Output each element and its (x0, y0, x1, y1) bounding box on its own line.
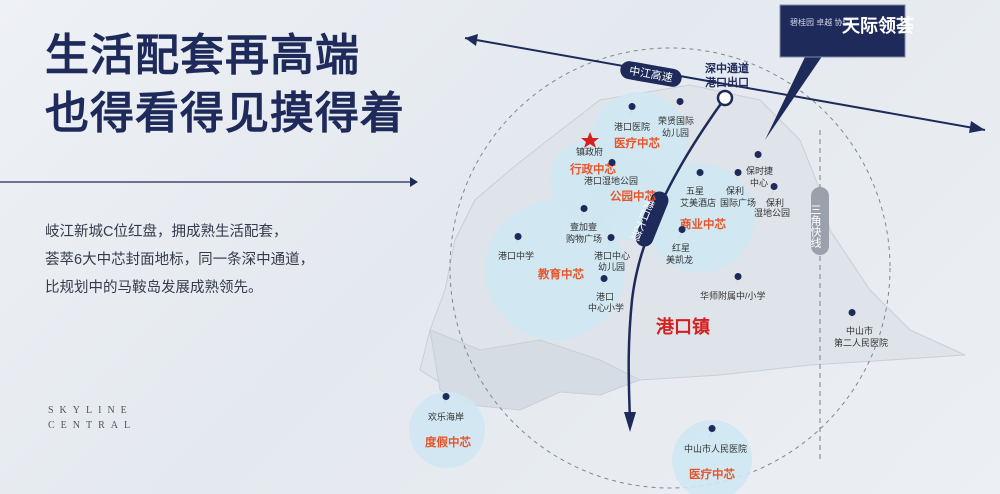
hub-park: 公园中芯 (610, 189, 656, 203)
sanjiao-label: 三角快线 (809, 204, 822, 248)
poi-kindergarten1: 荣贤国际 (658, 115, 694, 126)
radius-circle (449, 47, 891, 489)
poi-porsche2: 中心 (750, 177, 768, 188)
poi-mall1: 壹加壹 (570, 221, 597, 232)
pin-middle-icon (514, 233, 522, 246)
description-line1: 岐江新城C位红盘，拥成熟生活配套， (45, 224, 288, 240)
hub-medical2: 医疗中芯 (689, 467, 735, 481)
expressway-arrow-right (969, 121, 985, 133)
avenue-label-bg (635, 191, 669, 247)
hub-resort: 度假中芯 (425, 435, 471, 449)
poi-primary1: 港口 (596, 291, 614, 302)
poi-hosp2a: 中山市 (846, 325, 873, 336)
poi-poly1b: 国际广场 (720, 197, 756, 208)
project-callout (779, 4, 906, 58)
pin-wetland-icon (608, 159, 616, 172)
bubble-resort (409, 392, 485, 468)
pin-primary-icon (600, 275, 608, 288)
pin-kindergarten1-icon (676, 98, 684, 111)
poi-porsche1: 保时捷 (746, 165, 773, 176)
exit-label: 深中通道 (705, 61, 749, 75)
brand-line1: SKYLINE (48, 405, 133, 416)
description-line2: 荟萃6大中芯封面地标，同一条深中通道， (45, 252, 315, 268)
hub-medical: 医疗中芯 (614, 136, 660, 150)
exit-label2: 港口出口 (705, 75, 749, 89)
poi-hosp2b: 第二人民医院 (834, 337, 888, 348)
poi-hospital: 港口医院 (614, 121, 650, 132)
headline-line1: 生活配套再高端 (45, 31, 360, 80)
poi-hotel1: 五星 (686, 186, 704, 196)
brand-line2: CENTRAL (48, 420, 137, 431)
sanjiao-label-bg (811, 187, 829, 255)
poi-hongxing2: 美凯龙 (666, 254, 693, 265)
poi-huashi: 华师附属中/小学 (700, 290, 766, 301)
district-label: 港口镇 (656, 316, 710, 337)
poi-government: 镇政府 (576, 146, 603, 157)
pin-kg2-icon (607, 234, 615, 247)
poi-mall2: 购物广场 (566, 233, 602, 244)
poi-poly2b: 湿地公园 (754, 207, 790, 218)
pin-city-hospital-icon (708, 425, 716, 438)
poi-primary2: 中心小学 (588, 302, 624, 313)
bubble-medical2 (672, 420, 752, 494)
pin-hospital-icon (628, 103, 636, 116)
pin-huashi-icon (734, 273, 742, 286)
hub-admin: 行政中芯 (569, 162, 616, 176)
expressway-arrow-left (465, 34, 478, 46)
zhongjiang-label-bg (620, 61, 682, 87)
exit-node (716, 89, 734, 107)
hub-education: 教育中芯 (537, 267, 584, 281)
pin-hosp2-icon (848, 309, 856, 322)
poi-beach: 欢乐海岸 (428, 411, 464, 422)
description-line3: 比规划中的马鞍岛发展成熟领先。 (45, 280, 263, 296)
hub-business: 商业中芯 (680, 217, 726, 231)
poi-hongxing1: 红星 (672, 242, 690, 253)
pin-mall-icon (580, 205, 588, 218)
description: 岐江新城C位红盘，拥成熟生活配套， 荟萃6大中芯封面地标，同一条深中通道， 比规… (45, 218, 314, 302)
callout-developers: 碧桂园 卓越 协信 (790, 17, 850, 27)
callout-name: 天际领荟 (842, 15, 915, 36)
poi-poly2: 保利 (766, 197, 784, 208)
headline-line2: 也得看得见摸得着 (45, 89, 405, 138)
zhongjiang-expressway (464, 37, 986, 131)
pin-poly2-icon (770, 183, 778, 196)
pin-beach-icon (442, 393, 450, 406)
pin-porsche-icon (754, 151, 762, 164)
poi-kg2b: 幼儿园 (598, 261, 625, 272)
poi-city-hospital: 中山市人民医院 (684, 443, 747, 454)
pin-hongxing-icon (678, 226, 686, 239)
government-star-icon (581, 132, 599, 148)
divider-arrowhead (410, 177, 418, 187)
avenue-arrow (624, 412, 636, 432)
poi-kg2a: 港口中心 (594, 250, 630, 261)
gangkou-avenue (627, 97, 727, 421)
poi-poly1: 保利 (726, 185, 744, 196)
poi-kindergarten1b: 幼儿园 (662, 127, 689, 138)
poi-middle: 港口中学 (498, 250, 534, 261)
poi-wetland: 港口湿地公园 (584, 175, 638, 186)
pin-hotel-icon (696, 169, 704, 182)
bubble-business (645, 163, 755, 273)
pin-poly1-icon (734, 169, 742, 182)
poi-hotel2: 艾美酒店 (680, 197, 716, 208)
